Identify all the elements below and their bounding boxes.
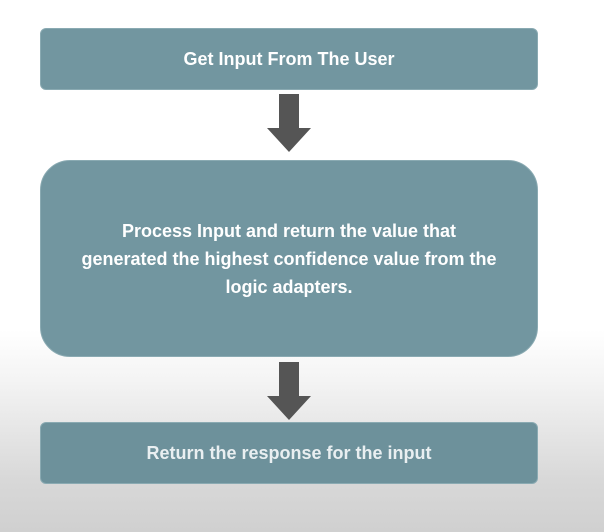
step-get-input: Get Input From The User — [40, 28, 538, 90]
step-label: Return the response for the input — [146, 442, 432, 463]
step-process-input: Process Input and return the value that … — [40, 160, 538, 357]
down-arrow-icon — [267, 94, 311, 152]
step-label: Get Input From The User — [183, 48, 395, 69]
step-label: Process Input and return the value that … — [81, 220, 497, 297]
step-return-response: Return the response for the input — [40, 422, 538, 484]
down-arrow-icon — [267, 362, 311, 420]
